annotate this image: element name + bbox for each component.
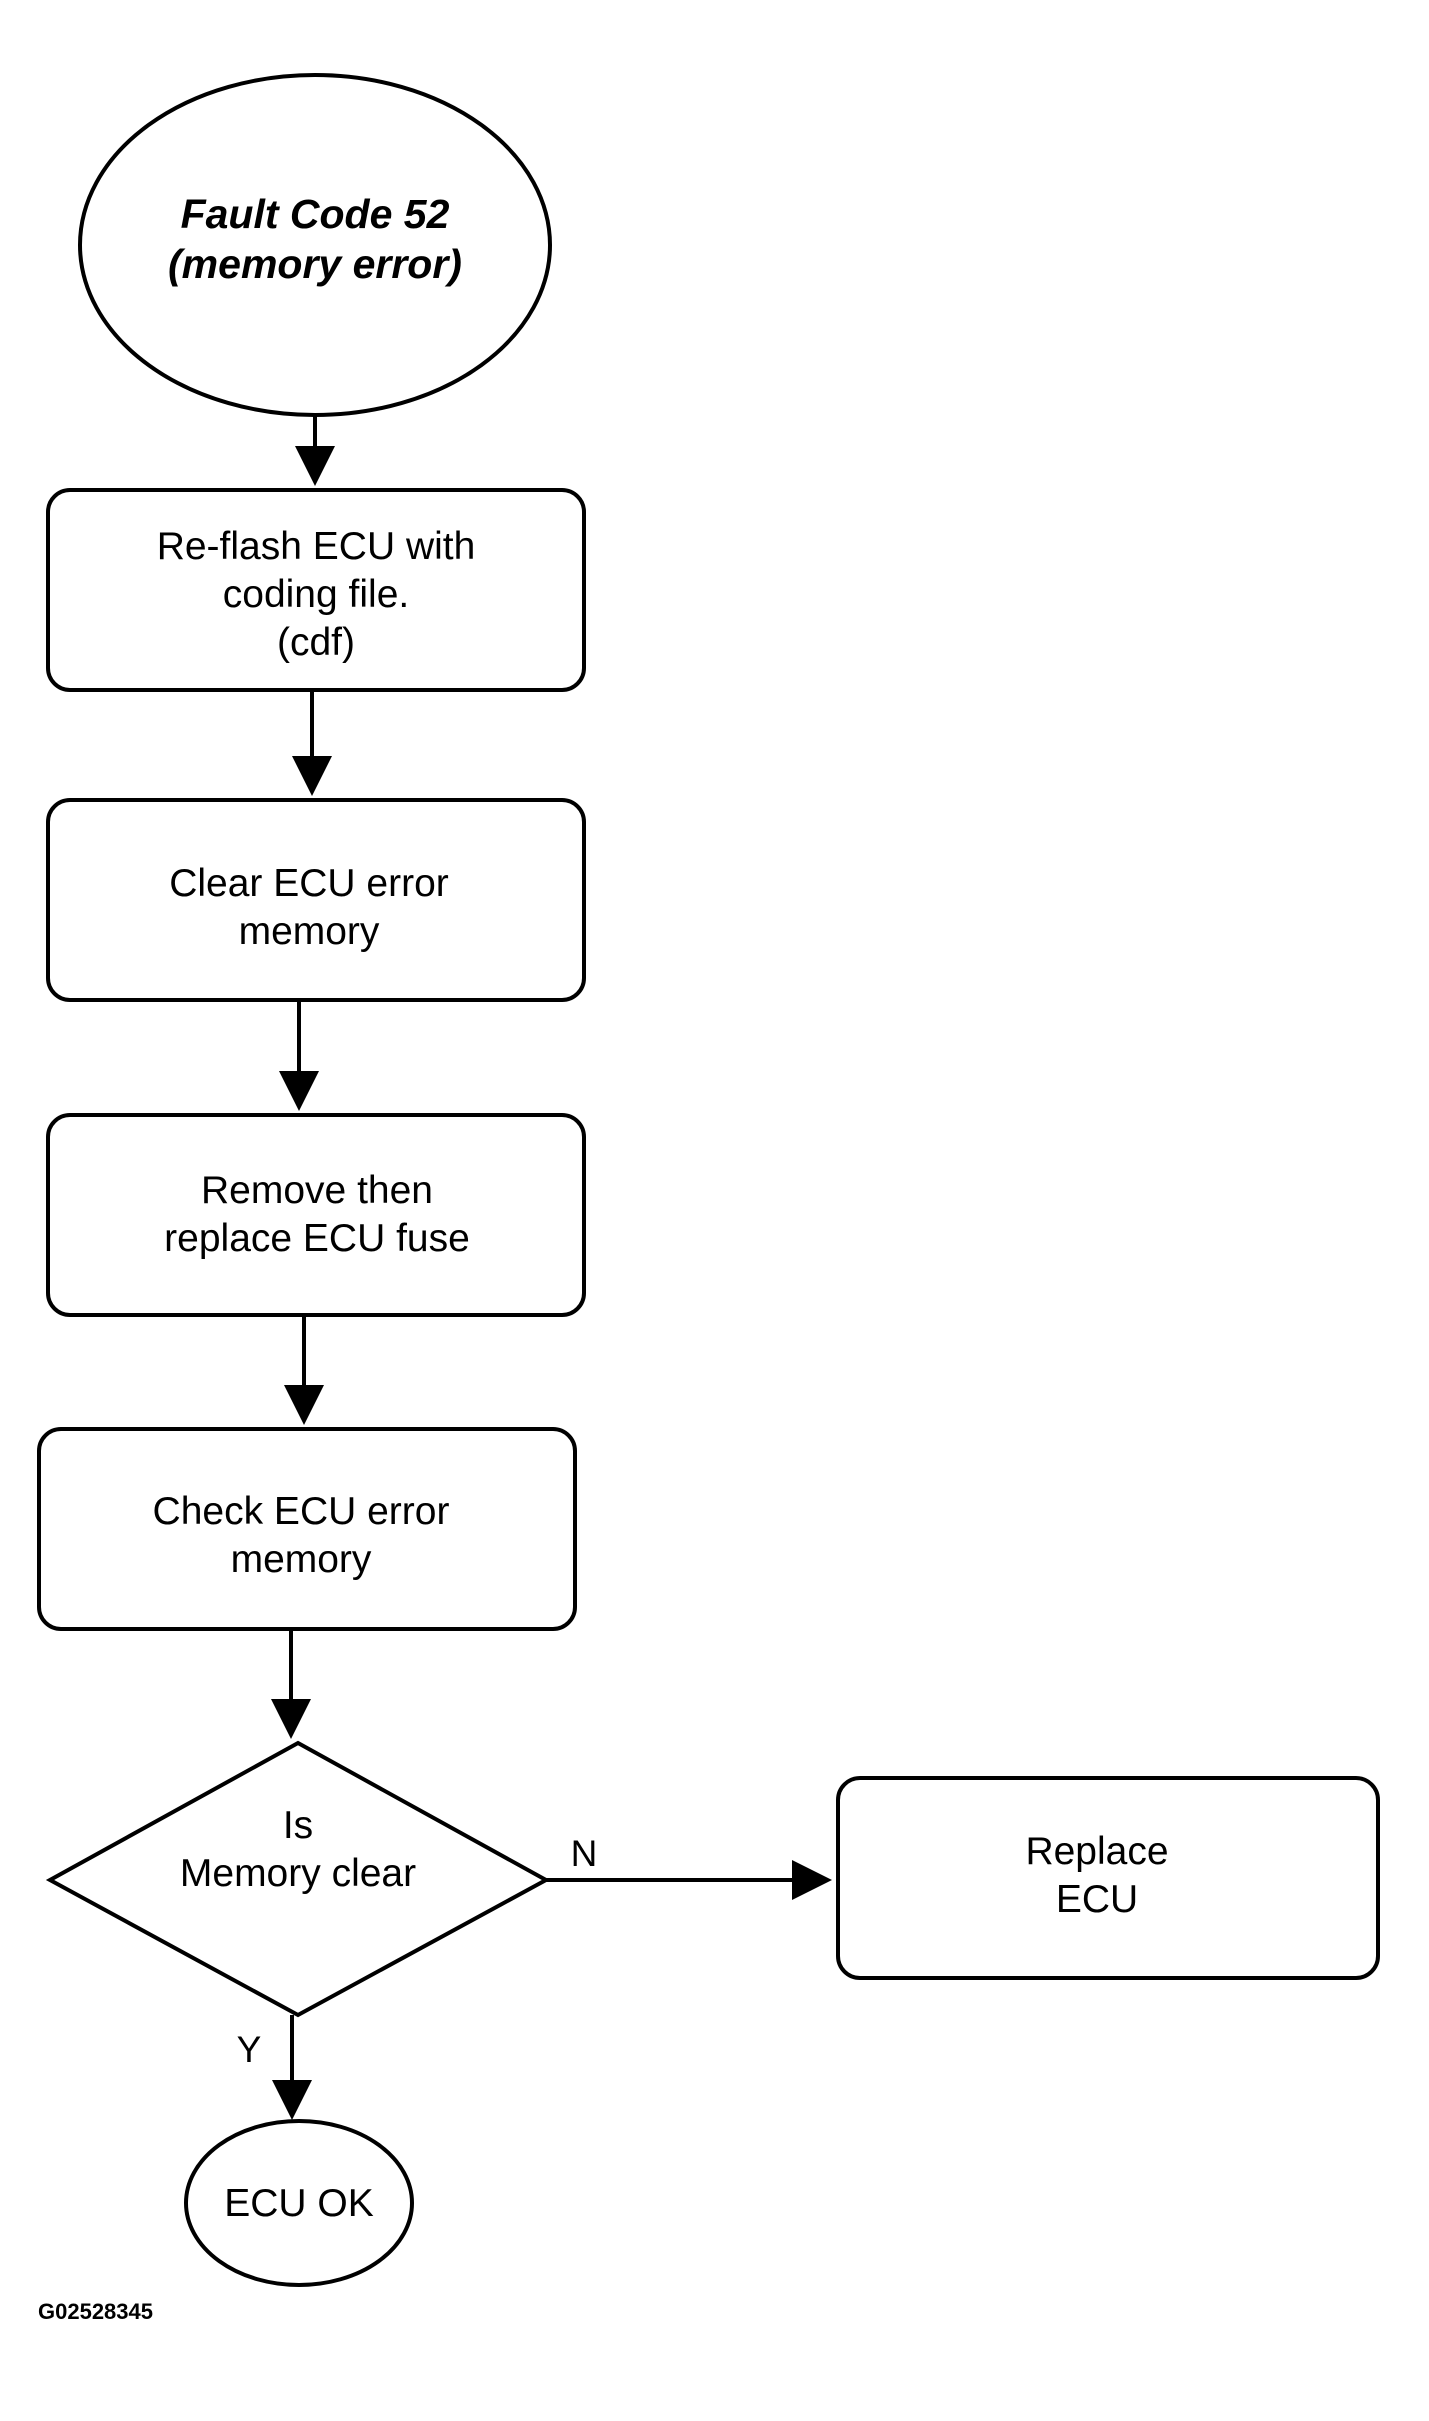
replace-ecu-label-line1: Replace <box>1025 1830 1168 1873</box>
decision-label-line1: Is <box>283 1804 313 1847</box>
clear-memory-box <box>46 798 586 1002</box>
replace-ecu-label-line2: ECU <box>1056 1878 1138 1921</box>
reflash-node: Re-flash ECU with coding file. (cdf) <box>46 488 586 692</box>
edge-label-no: N <box>571 1833 598 1874</box>
check-memory-box <box>37 1427 577 1631</box>
decision-diamond <box>45 1740 551 2018</box>
replace-ecu-box <box>836 1776 1380 1980</box>
ecu-ok-label: ECU OK <box>224 2182 374 2225</box>
clear-memory-label-line1: Clear ECU error <box>169 862 449 905</box>
fuse-node: Remove then replace ECU fuse <box>46 1113 586 1317</box>
fuse-label-line1: Remove then <box>201 1169 433 1212</box>
start-node: Fault Code 52 (memory error) <box>78 73 552 417</box>
check-memory-label-line1: Check ECU error <box>153 1490 450 1533</box>
reflash-box <box>46 488 586 692</box>
ecu-ok-node: ECU OK <box>184 2119 414 2287</box>
check-memory-label-line2: memory <box>231 1538 372 1581</box>
start-label-line1: Fault Code 52 <box>181 191 450 237</box>
clear-memory-node: Clear ECU error memory <box>46 798 586 1002</box>
reflash-label-line2: coding file. <box>223 573 409 616</box>
decision-node: Is Memory clear <box>45 1740 551 2018</box>
replace-ecu-node: Replace ECU <box>836 1776 1380 1980</box>
check-memory-node: Check ECU error memory <box>37 1427 577 1631</box>
decision-label-line2: Memory clear <box>180 1852 416 1895</box>
clear-memory-label-line2: memory <box>239 910 380 953</box>
edge-label-yes: Y <box>237 2029 262 2070</box>
ecu-ok-oval <box>184 2119 414 2287</box>
start-label-line2: (memory error) <box>168 241 462 287</box>
reflash-label-line3: (cdf) <box>277 621 355 664</box>
fuse-box <box>46 1113 586 1317</box>
figure-id: G02528345 <box>38 2299 153 2324</box>
reflash-label-line1: Re-flash ECU with <box>157 525 476 568</box>
fuse-label-line2: replace ECU fuse <box>164 1217 470 1260</box>
